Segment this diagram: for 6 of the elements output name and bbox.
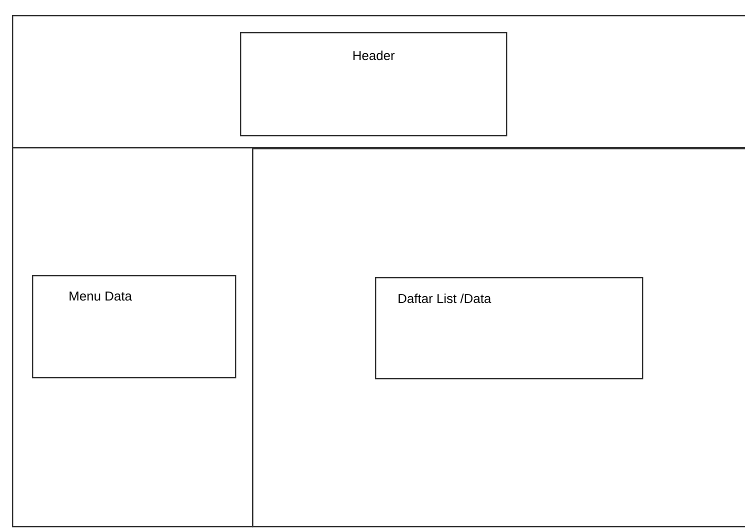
content-box: Header (240, 32, 508, 136)
sidebar-panel (12, 147, 254, 528)
content-box: Daftar List /Data (375, 277, 644, 380)
content-panel (252, 148, 745, 528)
content-box: Menu Data (32, 275, 236, 378)
header-panel (12, 15, 745, 148)
